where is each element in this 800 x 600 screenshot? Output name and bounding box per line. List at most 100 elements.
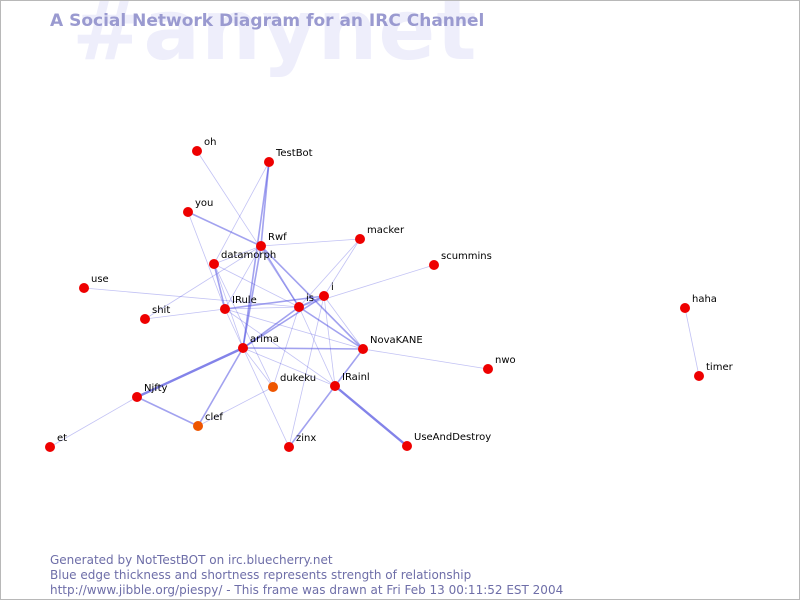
edge-macker-is (298, 238, 361, 308)
edge-TestBot-datamorph (213, 161, 270, 265)
edge-datamorph-IRule (213, 263, 226, 310)
edge-i-zinx (288, 295, 325, 448)
node-dot[interactable] (680, 303, 690, 313)
node-dot[interactable] (264, 157, 274, 167)
node-TestBot[interactable]: TestBot (264, 148, 313, 167)
node-Njfty[interactable]: Njfty (132, 383, 168, 402)
edge-macker-i (323, 238, 361, 297)
node-dot[interactable] (192, 146, 202, 156)
node-dot[interactable] (209, 259, 219, 269)
node-zinx[interactable]: zinx (284, 433, 316, 452)
node-clef[interactable]: clef (193, 412, 223, 431)
edge-IRainl-zinx (288, 385, 336, 448)
edge-haha-timer (684, 307, 700, 377)
node-label: NovaKANE (370, 335, 423, 346)
node-dot[interactable] (402, 441, 412, 451)
node-dukeku[interactable]: dukeku (268, 373, 316, 392)
footer-legend: Blue edge thickness and shortness repres… (50, 568, 472, 582)
node-dot[interactable] (355, 234, 365, 244)
node-nwo[interactable]: nwo (483, 355, 516, 374)
node-Rwf[interactable]: Rwf (256, 232, 287, 251)
node-dot[interactable] (193, 421, 203, 431)
node-macker[interactable]: macker (355, 225, 405, 244)
node-label: you (195, 198, 213, 209)
edge-layer (49, 150, 700, 448)
node-label: oh (204, 137, 216, 148)
node-IRule[interactable]: IRule (220, 295, 257, 314)
edge-arima-IRainl (242, 347, 336, 387)
node-dot[interactable] (694, 371, 704, 381)
edge-shit-IRule (144, 308, 226, 320)
node-timer[interactable]: timer (694, 362, 734, 381)
node-i[interactable]: i (319, 282, 334, 301)
edge-is-IRainl (298, 306, 336, 387)
node-dot[interactable] (294, 302, 304, 312)
node-dot[interactable] (483, 364, 493, 374)
node-dot[interactable] (358, 344, 368, 354)
node-label: TestBot (275, 148, 313, 159)
node-dot[interactable] (45, 442, 55, 452)
edge-i-NovaKANE (323, 295, 364, 350)
edge-IRule-NovaKANE (224, 308, 364, 350)
node-dot[interactable] (256, 241, 266, 251)
node-dot[interactable] (284, 442, 294, 452)
edge-arima-dukeku (242, 347, 274, 388)
node-oh[interactable]: oh (192, 137, 216, 156)
edge-dukeku-clef (197, 386, 274, 427)
edge-arima-NovaKANE (242, 347, 364, 350)
edge-Njfty-et (49, 396, 138, 448)
node-dot[interactable] (319, 291, 329, 301)
node-label: Njfty (144, 383, 168, 394)
edge-datamorph-is (213, 263, 300, 308)
node-label: dukeku (280, 373, 316, 384)
node-label: use (91, 274, 109, 285)
edge-Rwf-macker (260, 238, 361, 247)
node-et[interactable]: et (45, 433, 67, 452)
node-is[interactable]: is (294, 293, 314, 312)
node-NovaKANE[interactable]: NovaKANE (358, 335, 423, 354)
node-dot[interactable] (140, 314, 150, 324)
edge-TestBot-arima (242, 161, 270, 349)
edge-scummins-is (298, 264, 435, 308)
node-shit[interactable]: shit (140, 305, 170, 324)
node-use[interactable]: use (79, 274, 109, 293)
node-dot[interactable] (220, 304, 230, 314)
node-UseAndDestroy[interactable]: UseAndDestroy (402, 432, 491, 451)
node-dot[interactable] (330, 381, 340, 391)
edge-NovaKANE-IRainl (334, 348, 364, 387)
node-label: et (57, 433, 67, 444)
node-dot[interactable] (132, 392, 142, 402)
node-label: UseAndDestroy (414, 432, 491, 443)
footer-url-timestamp[interactable]: http://www.jibble.org/piespy/ - This fra… (50, 583, 564, 597)
node-dot[interactable] (238, 343, 248, 353)
node-scummins[interactable]: scummins (429, 251, 492, 270)
node-dot[interactable] (429, 260, 439, 270)
node-label: macker (367, 225, 405, 236)
channel-watermark: #anynet (72, 0, 478, 79)
edge-Rwf-arima (242, 245, 262, 349)
node-haha[interactable]: haha (680, 294, 717, 313)
node-you[interactable]: you (183, 198, 213, 217)
node-label: timer (706, 362, 734, 373)
node-label: nwo (495, 355, 516, 366)
node-dot[interactable] (268, 382, 278, 392)
edge-NovaKANE-nwo (362, 348, 489, 370)
edge-IRainl-UseAndDestroy (333, 384, 409, 448)
edge-datamorph-dukeku (213, 263, 274, 388)
node-datamorph[interactable]: datamorph (209, 250, 276, 269)
edge-arima-Njfty (135, 346, 245, 399)
edge-you-IRule (187, 211, 226, 310)
node-dot[interactable] (183, 207, 193, 217)
node-dot[interactable] (79, 283, 89, 293)
node-label: clef (205, 412, 223, 423)
node-label: i (331, 282, 334, 293)
node-arima[interactable]: arima (238, 334, 279, 353)
node-IRainl[interactable]: IRainl (330, 372, 370, 391)
node-label: shit (152, 305, 170, 316)
node-label: scummins (441, 251, 492, 262)
node-label: is (306, 293, 314, 304)
edge-IRule-arima (224, 308, 244, 349)
